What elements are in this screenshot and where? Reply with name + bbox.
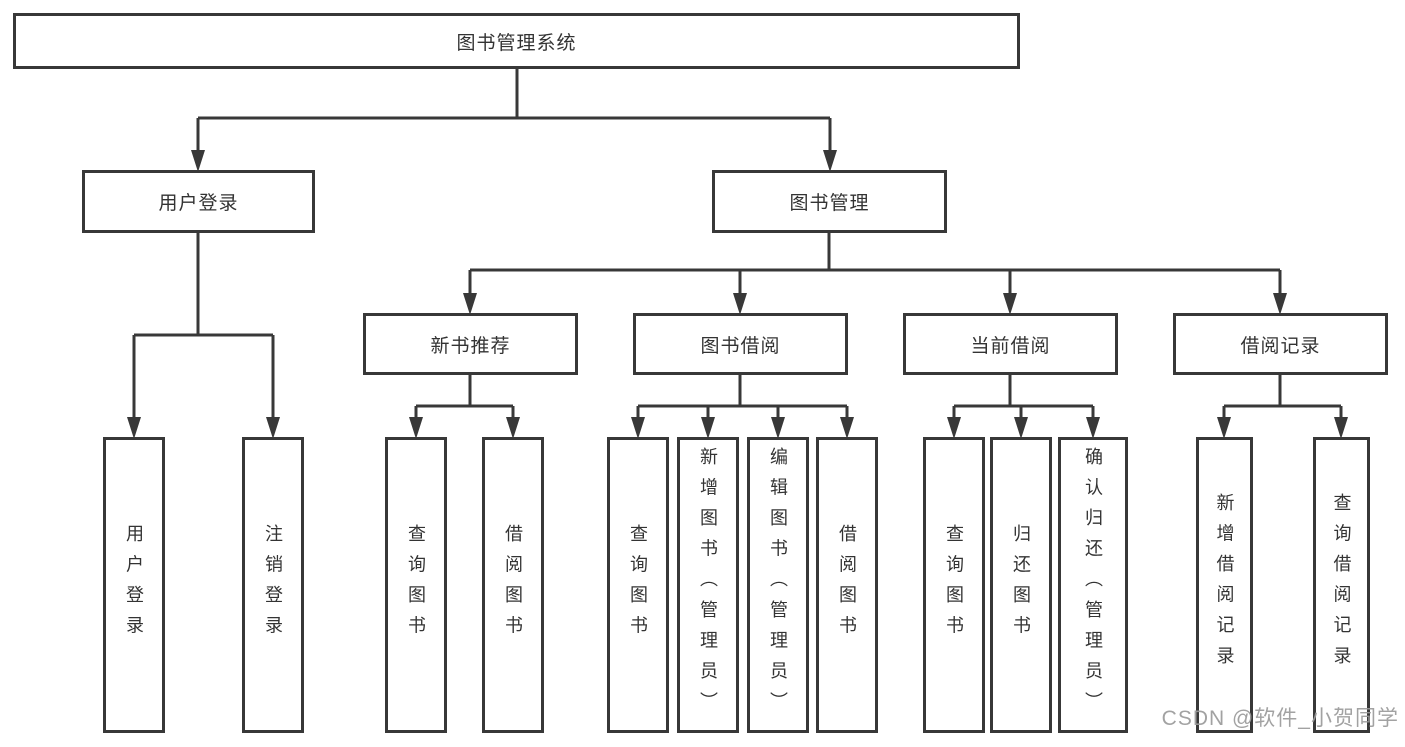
node-book-management-label: 图书管理 [789,193,870,214]
leaf-edit-books-admin: 编辑图书（管理员） [747,437,809,733]
connector-book-borrowing [636,375,849,421]
node-book-management: 图书管理 [712,170,947,233]
leaf-query-books-recommend: 查询图书 [385,437,447,733]
leaf-query-books-borrowing: 查询图书 [607,437,669,733]
leaf-confirm-return-admin: 确认归还（管理员） [1058,437,1128,733]
leaf-query-books-current: 查询图书 [923,437,985,733]
leaf-return-books: 归还图书 [990,437,1052,733]
leaf-confirm-return-admin-label: 确认归还（管理员） [1083,447,1103,723]
leaf-query-books-borrowing-label: 查询图书 [628,523,648,647]
leaf-add-books-admin: 新增图书（管理员） [677,437,739,733]
csdn-watermark: CSDN @软件_小贺同学 [1161,707,1399,730]
leaf-query-books-current-label: 查询图书 [944,523,964,647]
leaf-logout-label: 注销登录 [263,523,283,647]
node-user-login-label: 用户登录 [158,193,239,214]
node-book-borrowing-label: 图书借阅 [700,335,781,357]
node-new-book-recommend-label: 新书推荐 [430,335,511,357]
leaf-query-books-recommend-label: 查询图书 [406,523,426,647]
node-current-borrowing: 当前借阅 [903,313,1118,375]
connector-borrow-records [1222,375,1343,421]
node-book-borrowing: 图书借阅 [633,313,848,375]
arrowheads [127,150,1348,439]
leaf-user-login: 用户登录 [103,437,165,733]
node-new-book-recommend: 新书推荐 [363,313,578,375]
leaf-add-borrow-record-label: 新增借阅记录 [1214,493,1235,677]
leaf-return-books-label: 归还图书 [1011,523,1031,647]
node-root: 图书管理系统 [13,13,1020,69]
leaf-borrow-books-recommend-label: 借阅图书 [503,523,523,647]
connector-book-management [468,233,1282,297]
connector-new-book [414,375,515,421]
leaf-query-borrow-record-label: 查询借阅记录 [1331,493,1352,677]
leaf-edit-books-admin-label: 编辑图书（管理员） [768,447,788,723]
node-borrow-records: 借阅记录 [1173,313,1388,375]
leaf-borrow-books-label: 借阅图书 [837,523,857,647]
node-user-login: 用户登录 [82,170,315,233]
connector-root [196,69,832,154]
connector-user-login [132,233,275,421]
leaf-borrow-books-recommend: 借阅图书 [482,437,544,733]
leaf-borrow-books: 借阅图书 [816,437,878,733]
leaf-user-login-label: 用户登录 [124,523,144,647]
leaf-add-borrow-record: 新增借阅记录 [1196,437,1253,733]
node-root-label: 图书管理系统 [456,32,577,54]
leaf-query-borrow-record: 查询借阅记录 [1313,437,1370,733]
connector-current-borrowing [952,375,1095,421]
leaf-logout: 注销登录 [242,437,304,733]
leaf-add-books-admin-label: 新增图书（管理员） [698,447,718,723]
node-borrow-records-label: 借阅记录 [1240,335,1321,357]
node-current-borrowing-label: 当前借阅 [970,335,1051,357]
